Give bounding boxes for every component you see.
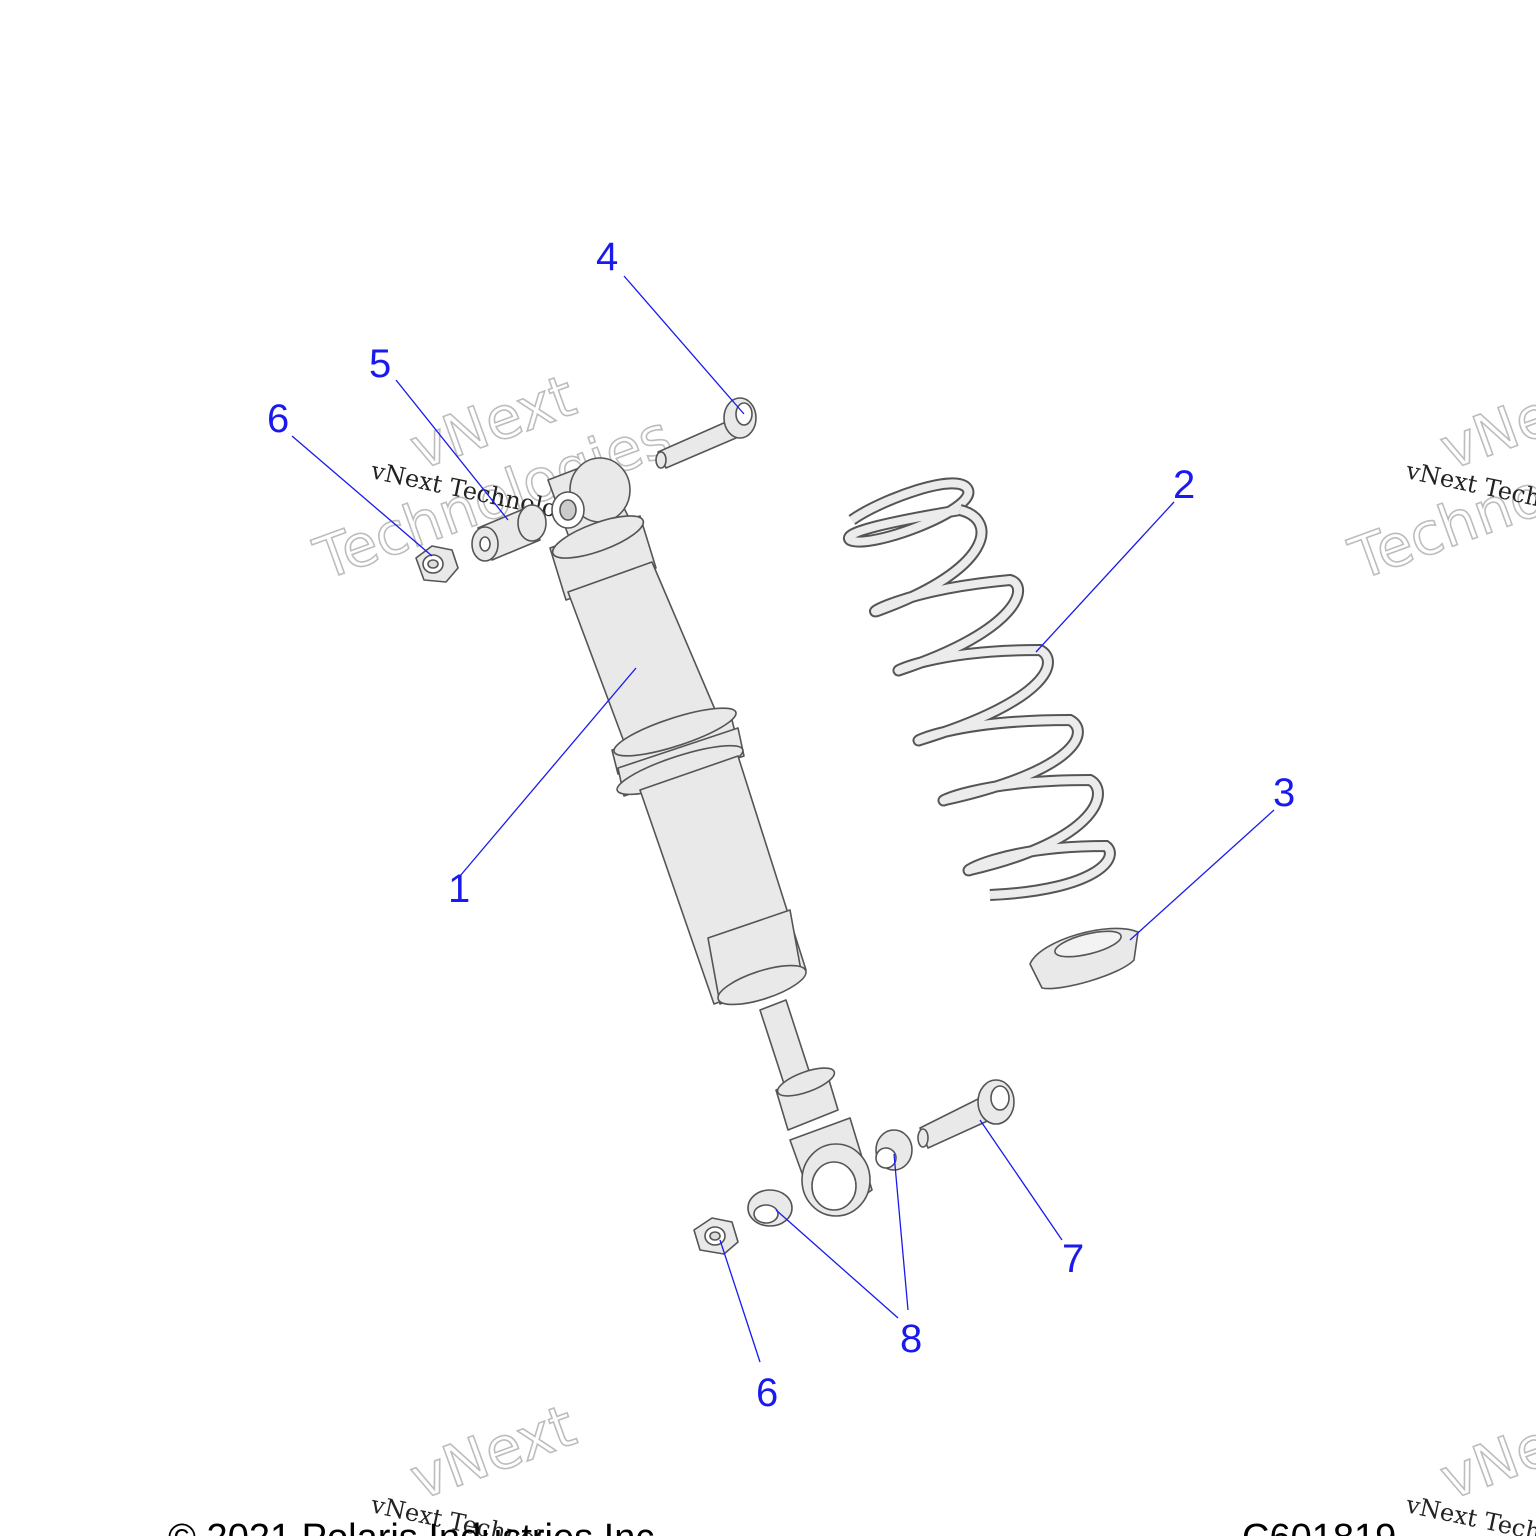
callout-6-bottom: 6 bbox=[756, 1371, 778, 1415]
leader-6b bbox=[719, 1239, 761, 1363]
callouts: 1 2 3 4 5 6 6 7 8 bbox=[267, 235, 1295, 1415]
leader-lines bbox=[291, 275, 1275, 1363]
watermark-bottom: vNext vNext Technologies vNext vNext Tec… bbox=[368, 1391, 1536, 1536]
upper-nut bbox=[415, 545, 459, 583]
callout-1: 1 bbox=[448, 867, 470, 911]
lower-bolt bbox=[917, 1079, 1015, 1149]
coil-spring bbox=[842, 477, 1116, 901]
leader-3 bbox=[1129, 809, 1275, 941]
callout-6-top: 6 bbox=[267, 397, 289, 441]
drawing-number: C601819 bbox=[1242, 1517, 1396, 1536]
leader-5 bbox=[395, 379, 509, 521]
lower-nut bbox=[693, 1217, 739, 1255]
upper-bolt bbox=[655, 397, 757, 469]
shock-absorber bbox=[547, 457, 873, 1217]
callout-8: 8 bbox=[900, 1317, 922, 1361]
bushing bbox=[471, 504, 547, 562]
spring-retainer bbox=[1029, 927, 1139, 990]
leader-8b bbox=[893, 1153, 909, 1311]
leader-2 bbox=[1035, 501, 1175, 653]
spacer-right bbox=[875, 1129, 913, 1171]
leader-6a bbox=[291, 435, 433, 557]
watermark-large-line1: vNext bbox=[402, 1391, 584, 1513]
callout-3: 3 bbox=[1273, 771, 1295, 815]
leader-1 bbox=[459, 667, 637, 877]
spacer-left bbox=[747, 1189, 793, 1227]
callout-2: 2 bbox=[1173, 463, 1195, 507]
copyright-text: © 2021 Polaris Industries Inc. bbox=[168, 1517, 665, 1536]
callout-5: 5 bbox=[369, 342, 391, 386]
callout-7: 7 bbox=[1062, 1237, 1084, 1281]
leader-8a bbox=[775, 1209, 899, 1319]
watermark-large-line1: vNext bbox=[1432, 1391, 1536, 1513]
watermark-right: vNext Technologies vNext Technologies bbox=[1340, 361, 1536, 595]
leader-4 bbox=[623, 275, 745, 415]
leader-7 bbox=[979, 1119, 1063, 1241]
callout-4: 4 bbox=[596, 235, 618, 279]
